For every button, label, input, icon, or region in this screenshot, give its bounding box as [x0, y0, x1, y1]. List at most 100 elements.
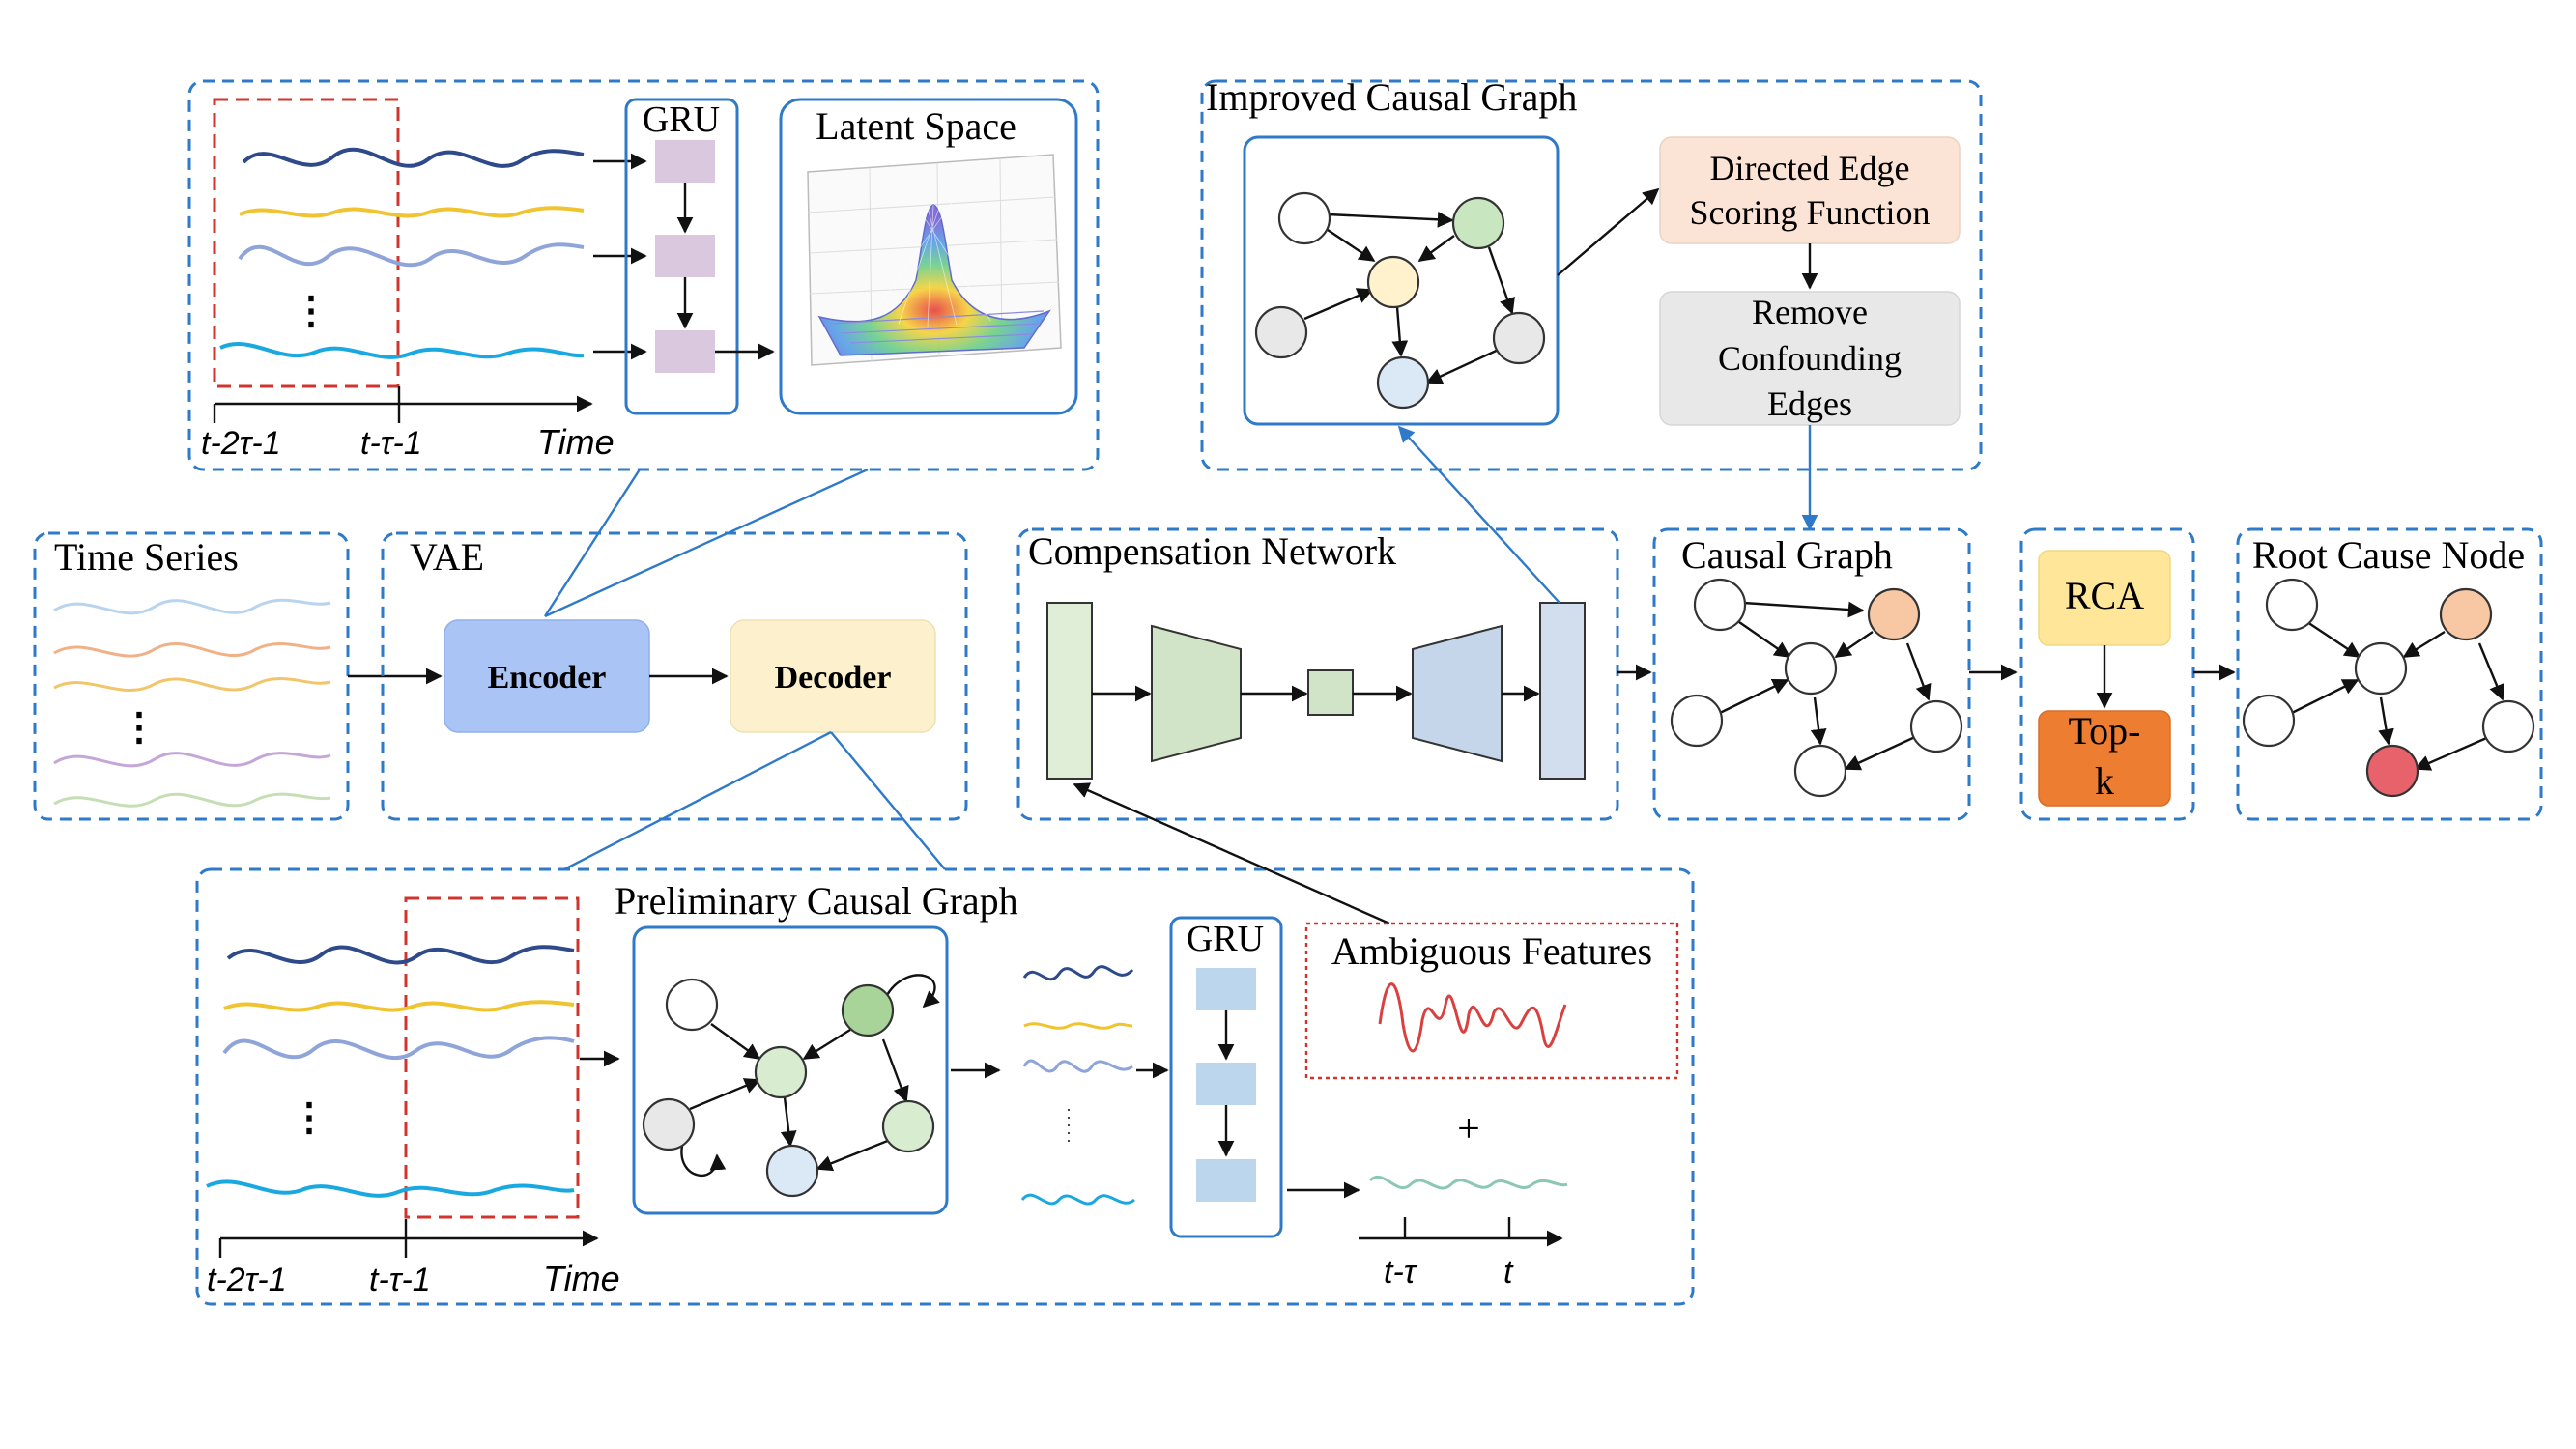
causal-graph-title: Causal Graph: [1681, 533, 1893, 577]
graph-edge: [1810, 696, 1827, 746]
input-layer: [1046, 602, 1093, 780]
decoder-block: [730, 619, 936, 733]
graph-node: [1867, 587, 1921, 641]
root-cause-title: Root Cause Node: [2252, 533, 2525, 577]
self-loop: [885, 974, 940, 1009]
decoder-label: Decoder: [775, 660, 892, 696]
graph-edge: [1303, 288, 1374, 321]
axis-tick-label: t-2τ-1: [201, 425, 281, 462]
graph-edge: [689, 1078, 761, 1111]
scoring-function-line: Directed Edge: [1710, 149, 1910, 187]
graph-node: [881, 1099, 935, 1153]
root-cause-border: [2236, 527, 2543, 821]
axis-tick-label: t-τ: [1384, 1254, 1418, 1291]
graph-edge: [1738, 621, 1791, 658]
series-line: [226, 945, 575, 965]
graph-edge: [1417, 235, 1455, 262]
root-cause-panel: Root Cause Node: [2236, 527, 2543, 821]
improved-graph-border: [1200, 79, 1983, 471]
graph-edge: [2378, 696, 2394, 746]
graph-edge: [710, 1023, 761, 1060]
series-line-1: [242, 147, 585, 168]
graph-node: [1909, 699, 1963, 753]
axis-time-label: Time: [543, 1259, 620, 1298]
latent-space-label: Latent Space: [816, 104, 1016, 148]
zoom-link: [543, 469, 642, 617]
gru-cell: [655, 235, 715, 277]
preliminary-graph-box: [632, 925, 949, 1215]
graph-edge: [1327, 229, 1376, 262]
vae-detail-panel: ⋮ t-2τ-1 t-τ-1 Time GRU Latent Space: [187, 79, 1100, 471]
series-line: [223, 1000, 575, 1012]
graph-edge: [802, 1028, 851, 1061]
topk-label-line: k: [2095, 759, 2114, 803]
gru-cell: [1196, 1159, 1256, 1202]
graph-node: [1376, 355, 1430, 410]
preliminary-border: [195, 867, 1695, 1306]
window-highlight: [404, 896, 580, 1219]
graph-edge: [1487, 246, 1515, 315]
ambiguous-features-box: [1304, 922, 1679, 1080]
graph-edge: [1844, 734, 1918, 771]
gru-cell: [655, 330, 715, 373]
graph-node: [642, 1097, 696, 1151]
remove-confounding-line: Confounding: [1718, 339, 1902, 378]
topk-block: [2038, 710, 2171, 807]
window-highlight: [213, 98, 400, 388]
graph-node: [2265, 578, 2319, 632]
edge-arrow: [1557, 187, 1660, 276]
preliminary-panel: Preliminary Causal Graph ⋮ t-2τ-1 t-τ-1 …: [195, 867, 1695, 1306]
graph-node: [665, 978, 719, 1032]
improved-graph-title: Improved Causal Graph: [1206, 75, 1577, 119]
gru-label: GRU: [1187, 919, 1264, 959]
graph-node: [1492, 311, 1546, 365]
improved-graph-box: [1243, 135, 1560, 426]
graph-edge: [2306, 621, 2361, 658]
vae-panel: VAE Encoder Decoder: [381, 531, 968, 821]
graph-node: [1366, 255, 1420, 309]
graph-edge: [1719, 678, 1789, 715]
self-loop: [680, 1145, 727, 1178]
compensation-network-panel: Compensation Network: [1016, 527, 1619, 821]
graph-edge: [2402, 630, 2446, 659]
output-layer: [1539, 602, 1586, 780]
rca-border: [2019, 527, 2195, 821]
compensation-title: Compensation Network: [1028, 529, 1396, 573]
graph-node: [2242, 694, 2296, 748]
axis-tick-label: t-τ-1: [369, 1262, 431, 1298]
rca-panel: RCA Top- k: [2019, 527, 2195, 821]
time-series-title: Time Series: [54, 535, 239, 579]
vae-title: VAE: [410, 535, 484, 579]
edge-arrow: [1073, 782, 1390, 925]
gru-cell: [1196, 1063, 1256, 1105]
series-line: [222, 1036, 575, 1060]
series-line: [53, 752, 331, 768]
graph-node: [1693, 578, 1747, 632]
graph-edge: [1391, 306, 1409, 357]
series-line: [53, 677, 331, 693]
graph-node: [841, 983, 895, 1037]
graph-edge: [881, 1038, 909, 1103]
vae-border: [381, 531, 968, 821]
zoom-link: [830, 731, 946, 870]
graph-node: [1784, 641, 1838, 696]
graph-node: [765, 1144, 819, 1198]
gru-block: [624, 98, 739, 415]
zoom-link: [544, 468, 869, 618]
gru-cell: [655, 140, 715, 183]
bottleneck-layer: [1307, 669, 1354, 716]
latent-space-box: [779, 98, 1078, 415]
series-line: [1022, 965, 1134, 981]
gru-cell: [1196, 968, 1256, 1010]
decoder-trapezoid: [1412, 624, 1503, 763]
graph-edge: [1742, 601, 1865, 618]
graph-edge: [816, 1136, 896, 1172]
graph-node: [1254, 305, 1308, 359]
graph-edge: [2291, 678, 2360, 715]
series-line: [53, 642, 331, 658]
series-line-3: [238, 242, 585, 268]
feedback-arrow: [1397, 425, 1560, 604]
graph-node: [1451, 196, 1505, 250]
scoring-function-line: Scoring Function: [1690, 193, 1931, 232]
